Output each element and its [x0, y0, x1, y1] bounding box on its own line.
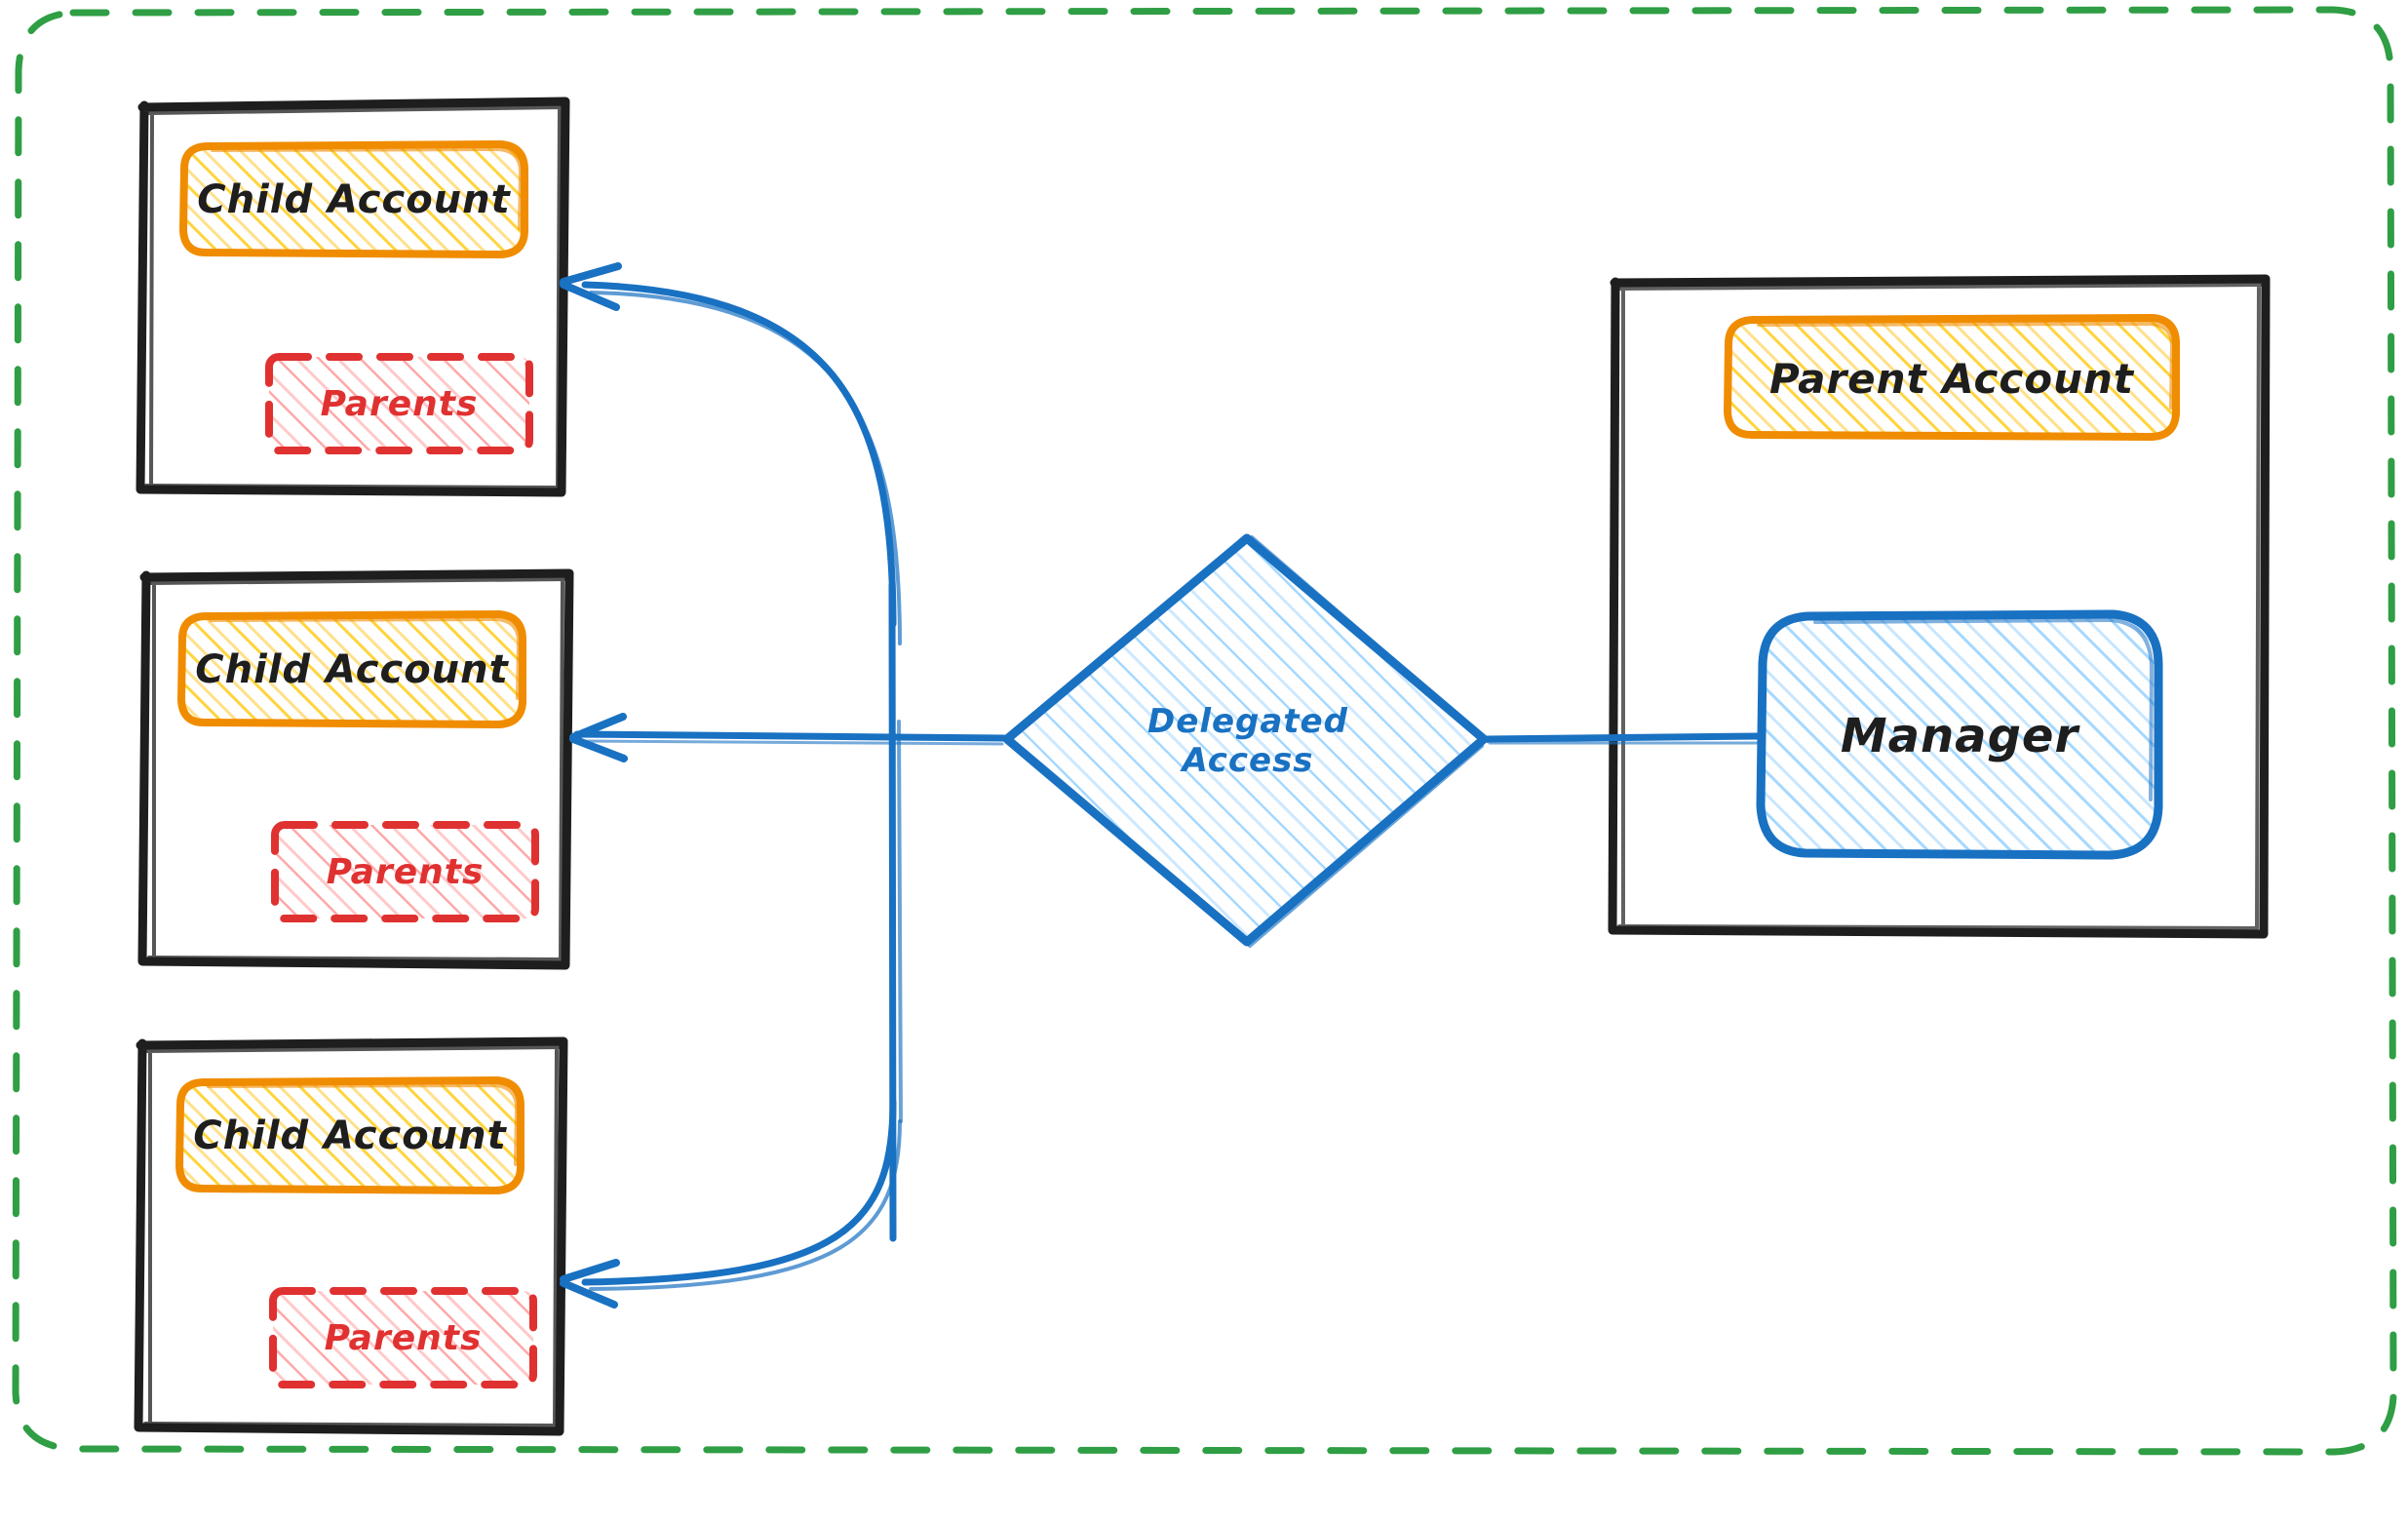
parents-chip-2[interactable] — [271, 821, 539, 922]
parents-chip-1[interactable] — [265, 353, 533, 454]
child-container-3[interactable] — [134, 1036, 568, 1436]
child-account-chip-3[interactable] — [175, 1075, 524, 1195]
child-container-1[interactable] — [136, 97, 570, 497]
connector-manager-to-delegated[interactable] — [1483, 732, 1765, 745]
parents-chip-3[interactable] — [269, 1287, 537, 1388]
connector-delegated-to-child-3[interactable] — [560, 1098, 902, 1309]
connector-delegated-to-child-2[interactable] — [569, 713, 1008, 762]
parent-account-chip[interactable] — [1723, 313, 2180, 442]
organization-boundary — [12, 6, 2397, 1456]
child-account-chip-1[interactable] — [178, 139, 528, 259]
child-container-2[interactable] — [137, 568, 574, 970]
parent-container[interactable] — [1608, 274, 2271, 939]
connector-delegated-to-child-1[interactable] — [560, 262, 902, 645]
child-account-chip-2[interactable] — [176, 609, 526, 729]
manager-chip[interactable] — [1756, 609, 2163, 860]
delegated-access-diamond[interactable] — [1002, 533, 1490, 948]
